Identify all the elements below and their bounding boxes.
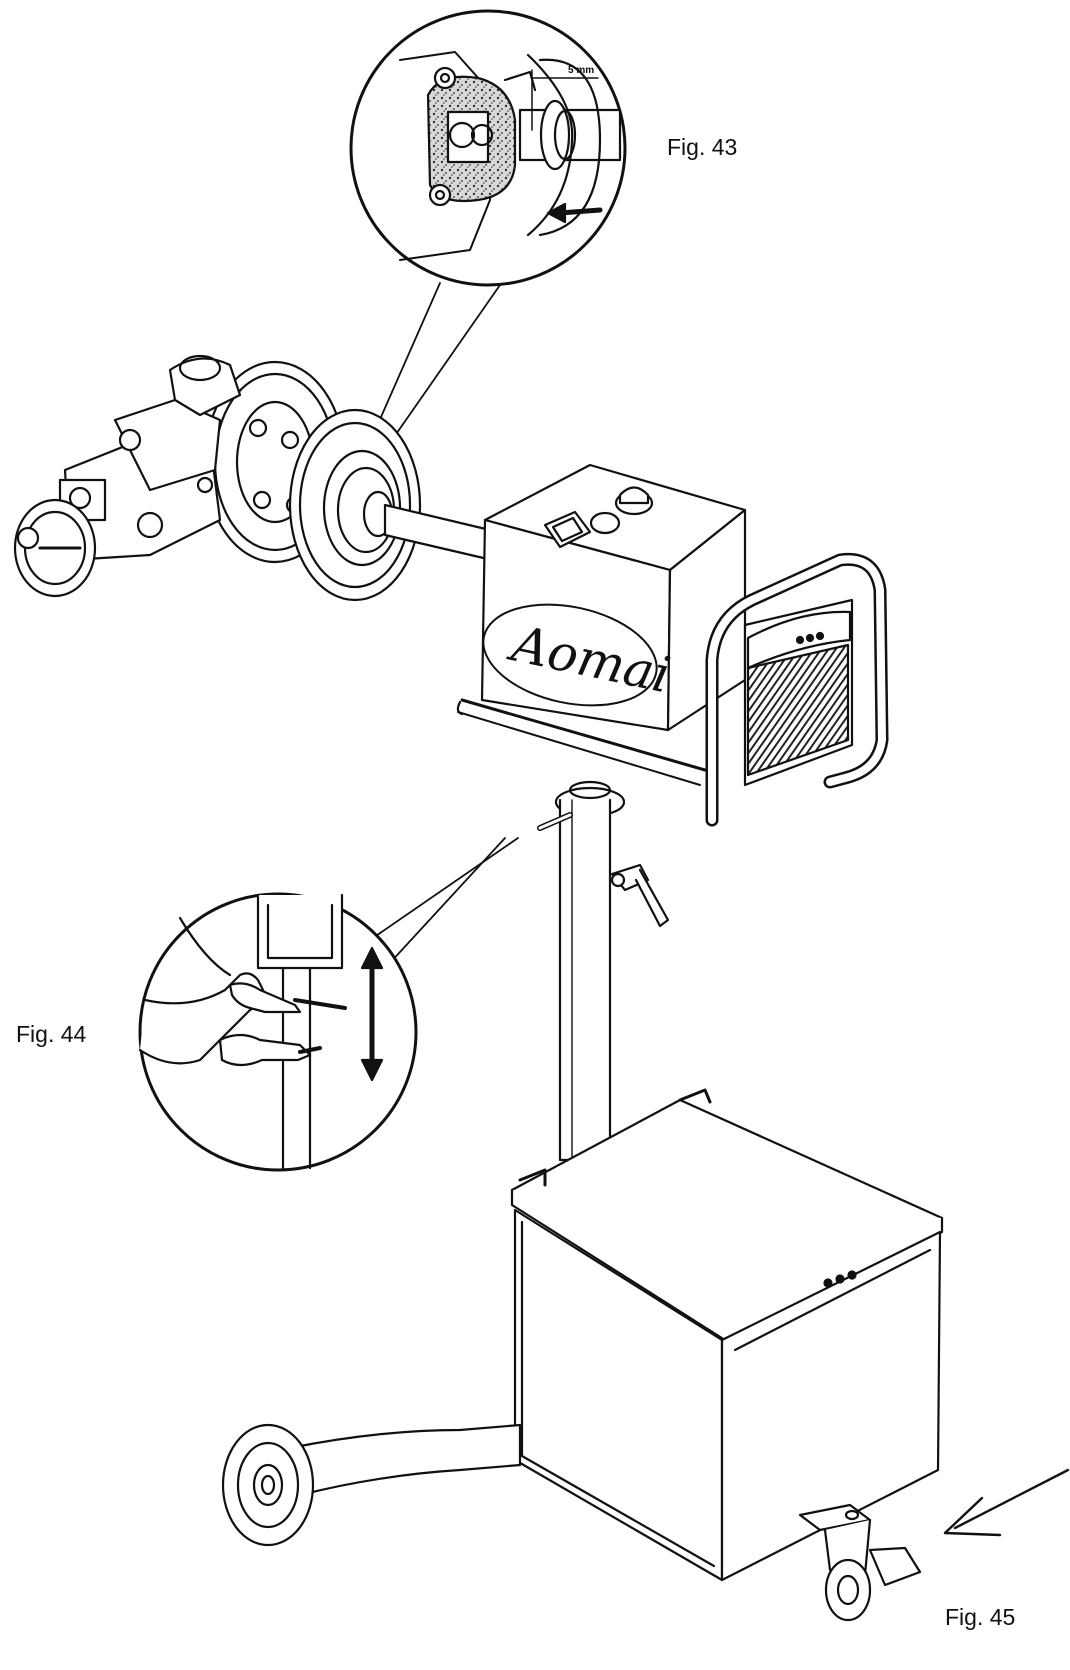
figure-label-45: Fig. 45 — [945, 1604, 1016, 1630]
detail-circle-fig44 — [138, 892, 418, 1172]
figure-label-43: Fig. 43 — [667, 134, 738, 160]
rear-wheel — [221, 1423, 522, 1547]
base-cabinet — [510, 1088, 944, 1582]
direction-arrow-icon — [943, 1468, 1070, 1537]
push-arrow-icon — [546, 202, 603, 224]
support-column — [537, 780, 670, 1162]
clamp-lever-icon — [610, 863, 670, 928]
knob-icon — [589, 511, 621, 535]
figure-label-44: Fig. 44 — [16, 1021, 87, 1047]
detail-circle-fig43: 5 mm — [349, 9, 627, 287]
dimension-label: 5 mm — [568, 65, 594, 76]
bolt-icon — [428, 66, 457, 207]
caster-wheel — [798, 1503, 922, 1622]
brake-pedal — [868, 1546, 922, 1587]
display-vent — [746, 643, 850, 777]
main-head-unit: Aomai — [456, 463, 889, 827]
power-switch — [543, 510, 592, 549]
stop-button — [614, 486, 654, 516]
flange-disc — [288, 408, 422, 602]
double-arrow-icon — [360, 946, 384, 1082]
